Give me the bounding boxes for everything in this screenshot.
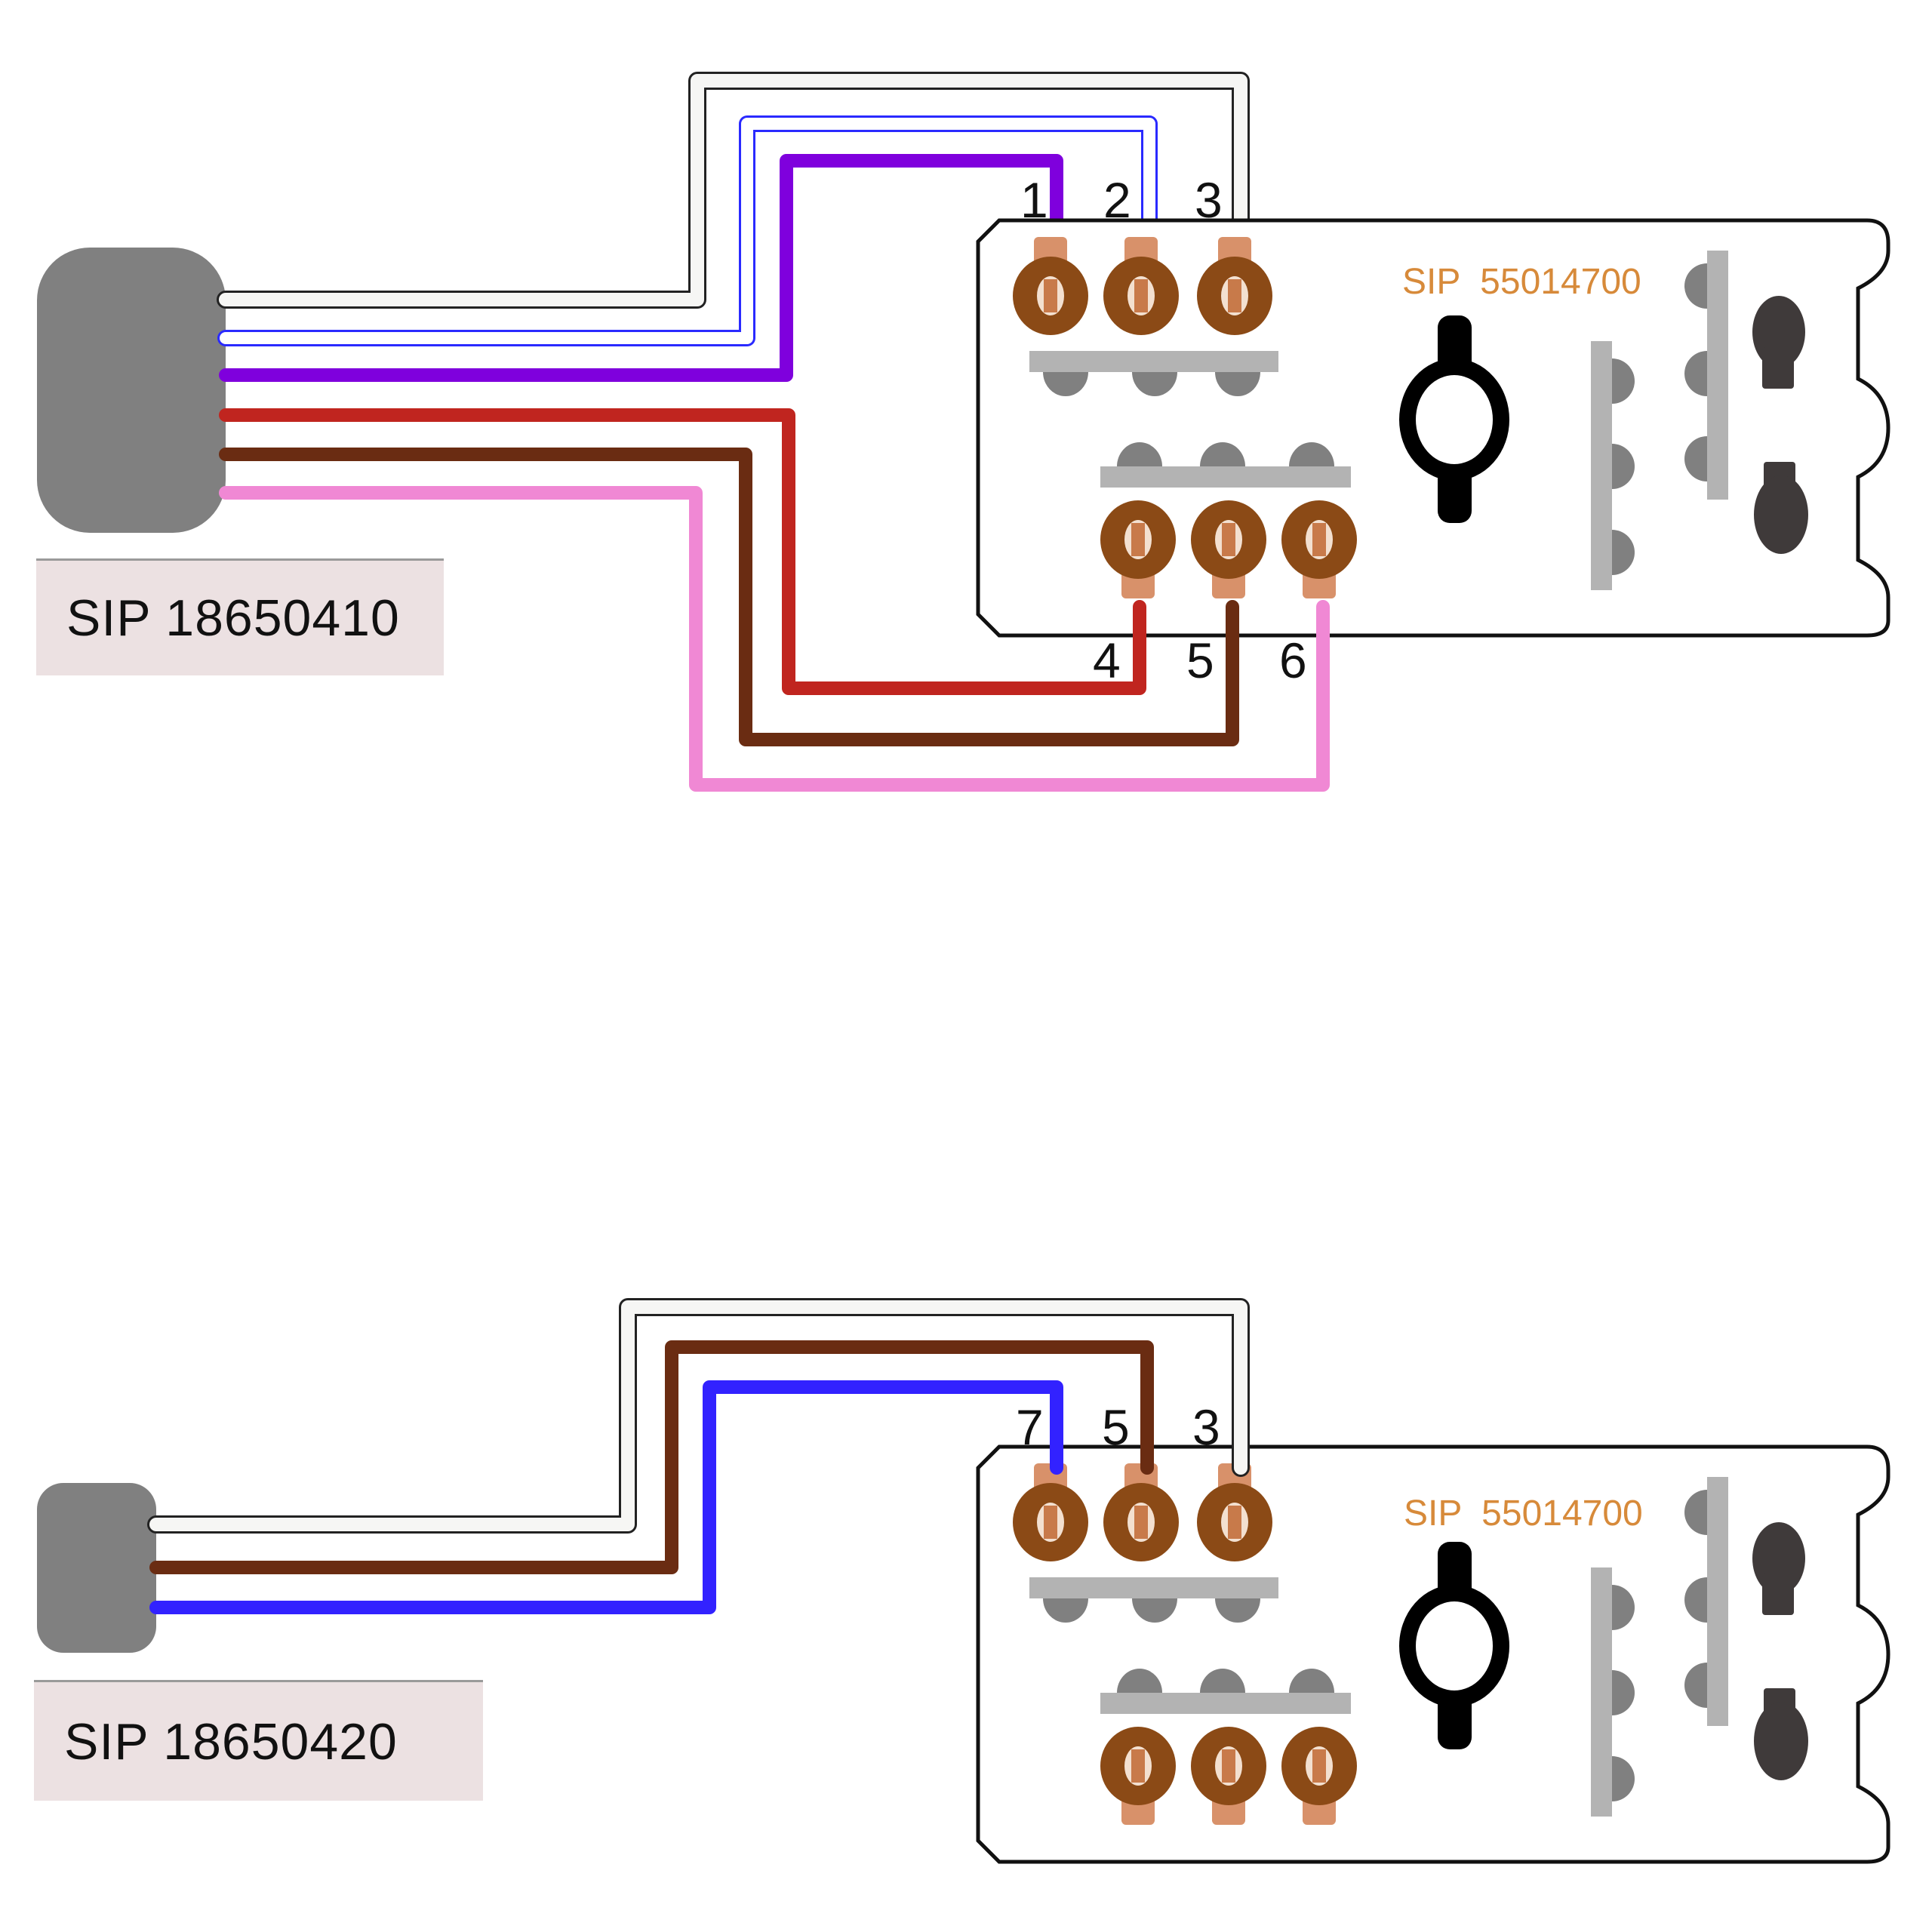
dark-part — [1762, 1574, 1794, 1615]
module-label-bottom: SIP 55014700 — [1404, 1494, 1643, 1534]
contact-dome — [1612, 358, 1635, 404]
cable-label-text: SIP 18650410 — [66, 589, 400, 647]
wire-blue-white-stripe — [226, 121, 1152, 341]
contact-dome — [1684, 436, 1707, 481]
wire-brown — [219, 448, 1239, 746]
contact-dome — [1200, 1669, 1245, 1693]
wire-pink — [219, 486, 1330, 792]
pin-number-3: 3 — [1195, 172, 1223, 228]
contact-dome — [1043, 372, 1088, 396]
wire-brown — [149, 1340, 1154, 1574]
wire-white — [219, 74, 1247, 306]
keyhole-ring — [1399, 358, 1509, 481]
wire-purple — [219, 154, 1063, 382]
dark-part — [1762, 347, 1794, 389]
wire-red — [219, 408, 1146, 695]
terminal-screw — [1312, 523, 1326, 556]
contact-dome — [1200, 442, 1245, 466]
pin-number-5: 5 — [1102, 1399, 1130, 1455]
contact-dome — [1132, 1598, 1177, 1623]
contact-dome — [1684, 1577, 1707, 1623]
module-label-top: SIP 55014700 — [1402, 262, 1641, 302]
pin-number-6: 6 — [1279, 632, 1307, 688]
pin-number-4: 4 — [1093, 632, 1121, 688]
cable-connector — [37, 248, 226, 533]
terminal-screw — [1312, 1749, 1326, 1783]
terminal-bar — [1029, 1577, 1278, 1598]
vertical-bar — [1707, 1477, 1728, 1726]
contact-dome — [1684, 351, 1707, 396]
dark-part — [1754, 1702, 1808, 1780]
contact-dome — [1117, 442, 1162, 466]
contact-dome — [1612, 1670, 1635, 1715]
contact-dome — [1289, 442, 1334, 466]
contact-dome — [1612, 530, 1635, 575]
terminal-screw — [1134, 1506, 1148, 1539]
terminal-screw — [1228, 1506, 1241, 1539]
diagram-sip-18650420 — [37, 1298, 1890, 1864]
pin-number-1: 1 — [1020, 172, 1048, 228]
cable-label-sip-18650410: SIP 18650410 — [36, 558, 444, 675]
dark-part — [1754, 475, 1808, 554]
cable-connector — [37, 1483, 156, 1653]
contact-dome — [1215, 372, 1260, 396]
terminal-screw — [1222, 523, 1235, 556]
contact-dome — [1684, 1663, 1707, 1708]
terminal-bar — [1100, 1693, 1351, 1714]
terminal-screw — [1222, 1749, 1235, 1783]
contact-dome — [1612, 1756, 1635, 1801]
cable-label-sip-18650420: SIP 18650420 — [34, 1680, 483, 1801]
terminal-screw — [1131, 523, 1145, 556]
contact-dome — [1612, 444, 1635, 489]
cable-label-text: SIP 18650420 — [64, 1712, 398, 1770]
terminal-screw — [1134, 279, 1148, 312]
contact-dome — [1215, 1598, 1260, 1623]
contact-dome — [1043, 1598, 1088, 1623]
contact-dome — [1612, 1585, 1635, 1630]
diagram-sip-18650410 — [37, 72, 1890, 792]
contact-dome — [1289, 1669, 1334, 1693]
vertical-bar — [1707, 251, 1728, 500]
vertical-bar — [1591, 1567, 1612, 1817]
pin-number-5: 5 — [1186, 632, 1214, 688]
terminal-screw — [1228, 279, 1241, 312]
keyhole-ring — [1399, 1585, 1509, 1707]
terminal-screw — [1044, 1506, 1057, 1539]
terminal-bar — [1100, 466, 1351, 488]
terminal-screw — [1044, 279, 1057, 312]
pin-number-2: 2 — [1103, 172, 1131, 228]
contact-dome — [1132, 372, 1177, 396]
pin-number-7: 7 — [1016, 1399, 1044, 1455]
wire-blue — [149, 1380, 1063, 1614]
terminal-bar — [1029, 351, 1278, 372]
contact-dome — [1684, 1490, 1707, 1535]
contact-dome — [1117, 1669, 1162, 1693]
contact-dome — [1684, 263, 1707, 309]
vertical-bar — [1591, 341, 1612, 590]
wire-white — [149, 1300, 1247, 1531]
pin-number-3: 3 — [1192, 1399, 1220, 1455]
terminal-screw — [1131, 1749, 1145, 1783]
